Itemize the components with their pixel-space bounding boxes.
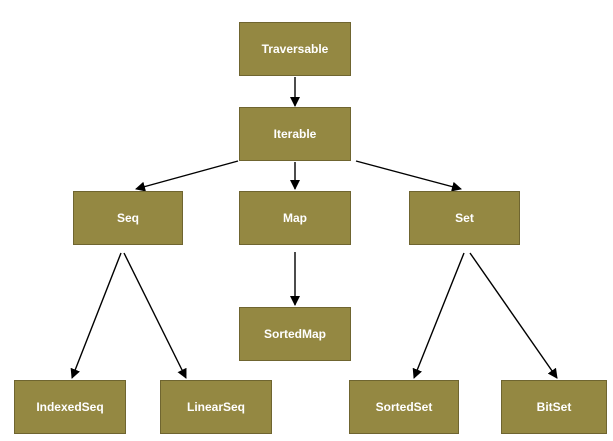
edge-iterable-seq <box>135 160 239 192</box>
node-label-linearseq: LinearSeq <box>186 400 246 414</box>
node-traversable: Traversable <box>239 22 351 76</box>
node-indexedseq: IndexedSeq <box>14 380 126 434</box>
node-label-indexedseq: IndexedSeq <box>36 400 104 414</box>
edge-set-sortedset <box>412 252 465 379</box>
node-iterable: Iterable <box>239 107 351 161</box>
node-label-map: Map <box>283 211 307 225</box>
edge-iterable-set <box>355 160 462 192</box>
node-label-seq: Seq <box>116 211 139 225</box>
node-sortedmap: SortedMap <box>239 307 351 361</box>
node-label-set: Set <box>455 211 474 225</box>
node-linearseq: LinearSeq <box>160 380 272 434</box>
edge-seq-linearseq <box>123 252 187 379</box>
node-label-iterable: Iterable <box>273 127 317 141</box>
node-bitset: BitSet <box>501 380 607 434</box>
node-label-sortedmap: SortedMap <box>263 327 326 341</box>
node-label-sortedset: SortedSet <box>375 400 433 414</box>
edge-set-bitset <box>469 252 558 379</box>
node-seq: Seq <box>73 191 183 245</box>
node-sortedset: SortedSet <box>349 380 459 434</box>
edge-seq-indexedseq <box>70 252 122 379</box>
node-map: Map <box>239 191 351 245</box>
node-label-traversable: Traversable <box>261 42 329 56</box>
node-set: Set <box>409 191 520 245</box>
node-label-bitset: BitSet <box>536 400 572 414</box>
